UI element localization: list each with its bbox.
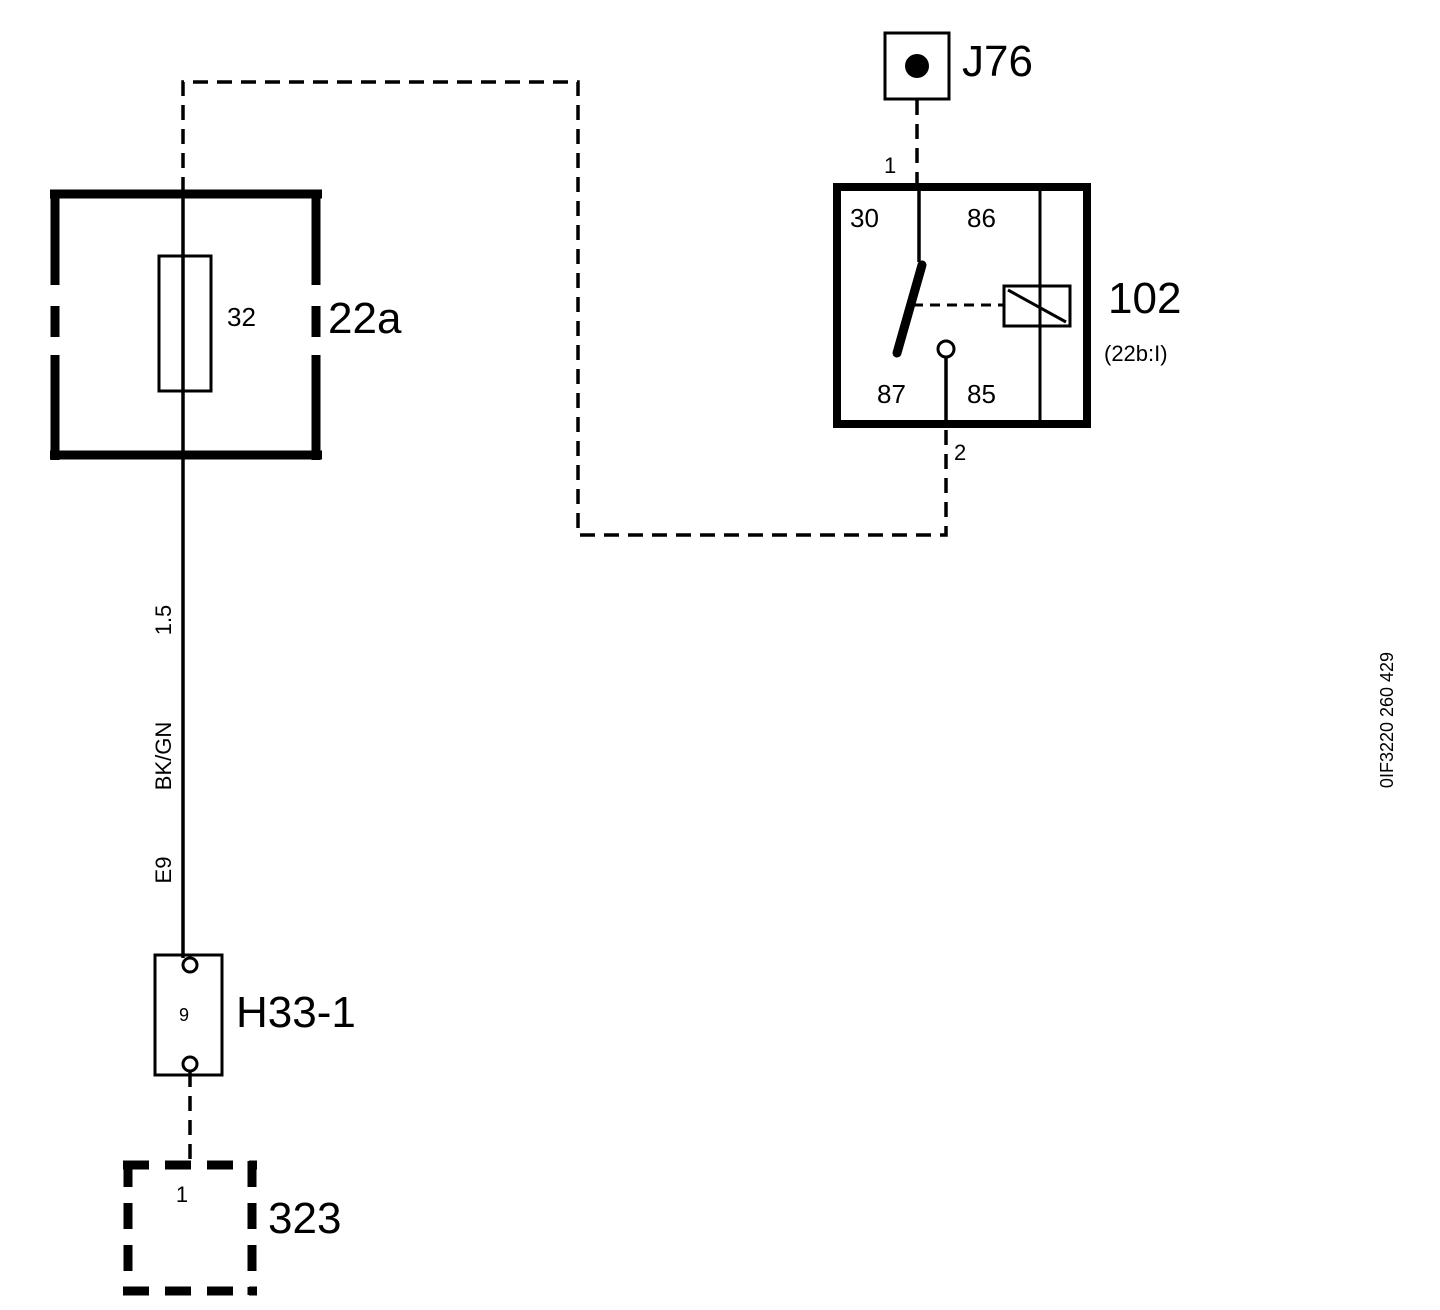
relay-pin-87: 87 bbox=[877, 379, 906, 409]
relay-sublabel: (22b:I) bbox=[1104, 341, 1168, 366]
relay-pin-86: 86 bbox=[967, 203, 996, 233]
h33-top-terminal bbox=[181, 956, 199, 974]
h33-pin-number: 9 bbox=[179, 1005, 189, 1025]
relay-switch-arm bbox=[892, 260, 927, 358]
wire-color-label: BK/GN bbox=[151, 722, 176, 790]
relay-pin1-label: 1 bbox=[884, 153, 896, 178]
relay-pin2-label: 2 bbox=[954, 440, 966, 465]
wire-size-label: 1.5 bbox=[151, 605, 176, 636]
h33-bottom-terminal bbox=[181, 1055, 199, 1073]
relay-102: 30 86 87 85 bbox=[833, 183, 1091, 428]
component-323-label: 323 bbox=[268, 1194, 341, 1243]
connector-j76 bbox=[883, 31, 951, 101]
fuse-number: 32 bbox=[227, 302, 256, 332]
reference-code: 0IF3220 260 429 bbox=[1377, 652, 1397, 788]
relay-coil bbox=[1002, 284, 1072, 328]
fuse-symbol bbox=[157, 254, 213, 393]
dashed-link-wire bbox=[181, 80, 948, 537]
fuse-box-22a: 32 bbox=[50, 189, 322, 460]
j76-terminal bbox=[905, 54, 929, 78]
connector-h33-1: 9 bbox=[153, 953, 224, 1077]
relay-terminal-87 bbox=[936, 339, 956, 359]
relay-pin-85: 85 bbox=[967, 379, 996, 409]
component-323-pin: 1 bbox=[176, 1182, 188, 1207]
component-323: 1 bbox=[123, 1160, 257, 1296]
fuse-box-label: 22a bbox=[328, 294, 402, 343]
relay-pin-30: 30 bbox=[850, 203, 879, 233]
h33-label: H33-1 bbox=[236, 988, 356, 1037]
relay-label: 102 bbox=[1108, 274, 1181, 323]
wire-code-label: E9 bbox=[151, 857, 176, 884]
j76-label: J76 bbox=[962, 37, 1033, 86]
